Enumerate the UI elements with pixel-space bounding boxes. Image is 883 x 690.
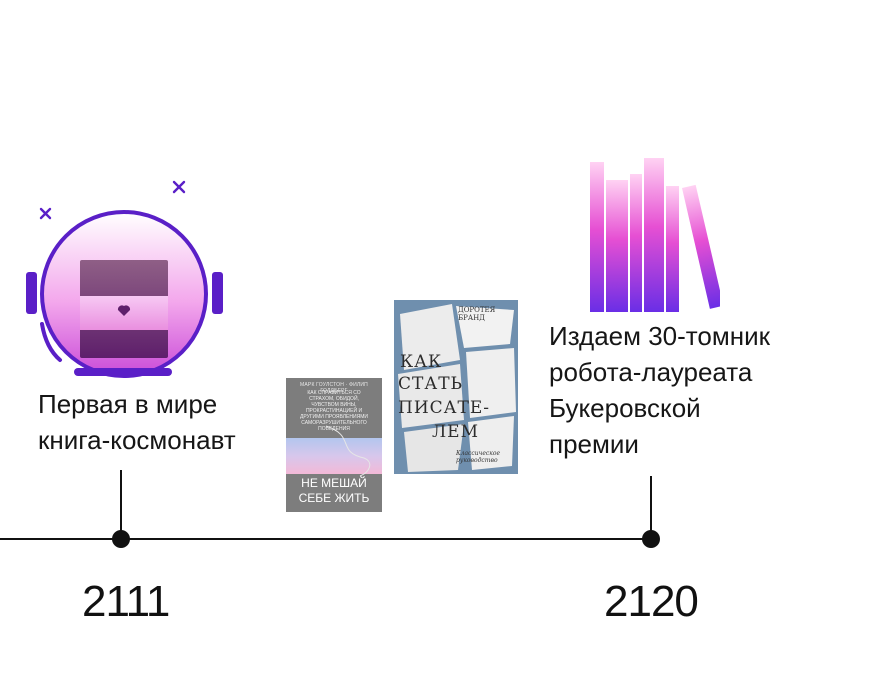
book-cover-kak-stat-pisatelem: КАК СТАТЬ ПИСАТЕ- ЛЕМ ДОРОТЕЯ БРАНД Клас… <box>394 300 518 474</box>
book-title-line: НЕ МЕШАЙ <box>301 476 367 490</box>
caption-line: робота-лауреата <box>549 357 753 387</box>
books-stack-icon <box>590 158 720 312</box>
cover-line-decoration <box>325 425 371 477</box>
caption-line: Первая в мире <box>38 389 218 419</box>
book-cover-ne-meshai: МАРК ГОУЛСТОН · ФИЛИП ГОЛДБЕРГ КАК СПРАВ… <box>286 378 382 512</box>
book-title-line: ПИСАТЕ- <box>398 398 491 418</box>
caption-line: книга-космонавт <box>38 425 236 455</box>
book-author: ДОРОТЕЯ БРАНД <box>458 306 496 322</box>
timeline-marker-right <box>642 530 660 548</box>
caption-line: Букеровской <box>549 393 701 423</box>
caption-line: Издаем 30-томник <box>549 321 771 351</box>
timeline-tick-right <box>650 476 652 538</box>
cover-gradient-band <box>286 438 382 474</box>
timeline-axis <box>0 538 652 540</box>
timeline-marker-left <box>112 530 130 548</box>
year-label-left: 2111 <box>82 577 170 626</box>
milestone-caption-left: Первая в мире книга-космонавт <box>38 386 278 458</box>
cover-paper-shards <box>398 304 516 472</box>
caption-line: премии <box>549 429 639 459</box>
book-title-line: ЛЕМ <box>432 422 480 442</box>
book-authors: МАРК ГОУЛСТОН · ФИЛИП ГОЛДБЕРГ <box>300 382 368 394</box>
sparkle-x-icon <box>39 180 186 220</box>
year-label-right: 2120 <box>604 577 699 626</box>
book-title-line: СЕБЕ ЖИТЬ <box>298 491 370 505</box>
book-title: НЕ МЕШАЙ СЕБЕ ЖИТЬ <box>286 476 382 506</box>
milestone-caption-right: Издаем 30-томник робота-лауреата Букеров… <box>549 318 849 462</box>
astronaut-book-icon <box>26 180 223 378</box>
book-title-line: СТАТЬ <box>398 374 464 394</box>
book-title-line: КАК <box>400 352 443 372</box>
timeline-tick-left <box>120 470 122 538</box>
book-subtitle: Классическое руководство <box>456 450 501 464</box>
